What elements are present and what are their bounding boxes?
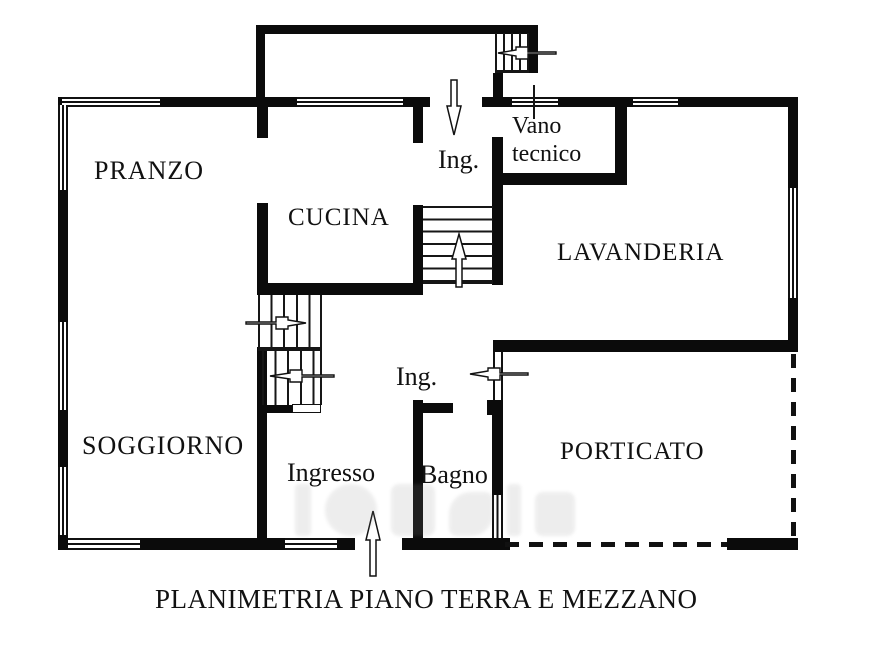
wall-below-protrusion-stair (493, 73, 503, 98)
room-label-cucina: CUCINA (288, 204, 390, 231)
top-entrance-arrow-down-icon (446, 79, 462, 136)
vano-tecnico-right-wall (615, 107, 627, 185)
window (492, 495, 503, 538)
staircase-landing-edge (258, 347, 322, 351)
bagno-right-wall (492, 415, 503, 543)
staircase-mezzanine-bottom-edge (495, 70, 529, 73)
cucina-left-wall (257, 203, 268, 295)
room-label-porticato: PORTICATO (560, 438, 705, 465)
upper-flight-arrow-right-icon (245, 316, 307, 330)
watermark-shape (295, 484, 311, 536)
watermark-shape (535, 492, 575, 536)
vano-tecnico-left-wall (492, 137, 503, 285)
window-center-tick (533, 85, 535, 119)
staircase-bottom-step (292, 404, 321, 413)
watermark-shape (391, 484, 435, 536)
protrusion-top-wall (256, 25, 538, 34)
porticato-dashed-east-edge (791, 354, 796, 542)
top-wall (58, 97, 798, 107)
lower-flight-arrow-left-icon (269, 369, 335, 383)
pranzo-cucina-wall-stub (257, 97, 268, 138)
window (58, 322, 68, 410)
cucina-bottom-wall (257, 283, 423, 295)
mezzanine-stair-arrow-left-icon (497, 46, 557, 60)
room-label-vano-tecnico: Vano tecnico (512, 113, 582, 167)
room-label-soggiorno: SOGGIORNO (82, 431, 245, 460)
soggiorno-divider-wall (257, 347, 267, 538)
room-label-lavanderia: LAVANDERIA (557, 239, 725, 266)
window (297, 97, 403, 107)
protrusion-left-wall (256, 25, 265, 97)
porticato-top-wall (493, 340, 798, 352)
room-label-ingresso: Ingresso (287, 458, 376, 487)
window (285, 538, 337, 550)
room-label-pranzo: PRANZO (94, 156, 205, 185)
watermark-shape (325, 484, 377, 536)
porticato-dashed-south-edge (505, 542, 727, 547)
room-label-bagno: Bagno (420, 460, 488, 489)
plan-caption: PLANIMETRIA PIANO TERRA E MEZZANO (155, 584, 698, 614)
window (58, 467, 68, 535)
protrusion-right-wall (529, 25, 538, 73)
watermark-shape (507, 484, 521, 536)
window (788, 188, 798, 298)
bottom-wall-right (727, 538, 798, 550)
stair-bottom-stub (257, 405, 292, 413)
room-label-ingresso-top: Ing. (438, 145, 480, 174)
middle-stair-arrow-up-icon (451, 231, 467, 288)
bagno-top-wall (413, 403, 453, 413)
staircase-left-right-edge (320, 295, 322, 405)
bagno-left-wall (413, 400, 423, 543)
window (68, 538, 140, 550)
porticato-west-stub (487, 400, 503, 415)
cucina-right-wall-stub (413, 97, 423, 143)
window (633, 97, 678, 107)
window (512, 97, 558, 107)
vano-tecnico-bottom-wall (492, 173, 627, 185)
cucina-right-wall (413, 205, 423, 295)
porticato-door-arrow-left-icon (469, 367, 529, 381)
main-entrance-arrow-up-icon (365, 510, 381, 577)
window (62, 97, 160, 107)
room-label-ingresso-mid: Ing. (396, 362, 438, 391)
watermark-shape (449, 492, 493, 536)
watermark (295, 480, 625, 540)
window (58, 105, 68, 190)
door-opening-main-entrance (355, 538, 402, 550)
